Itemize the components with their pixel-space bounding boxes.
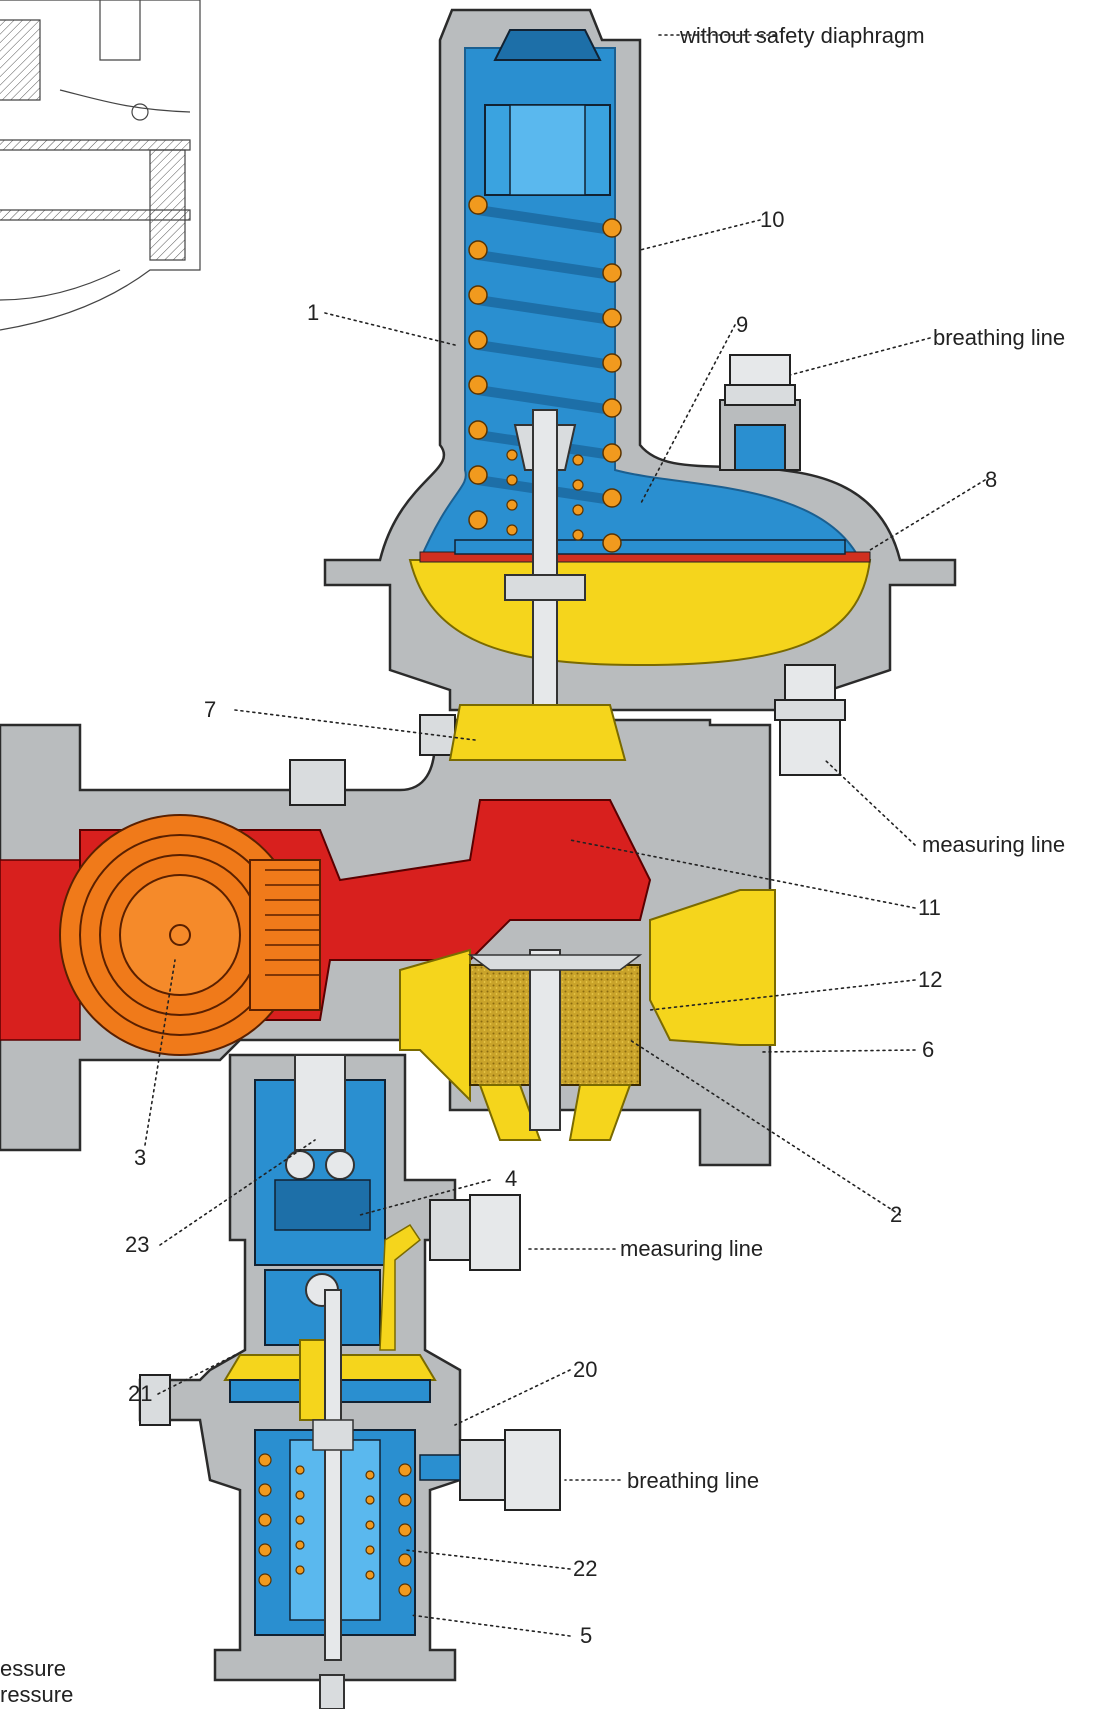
- leader-lines: [144, 34, 986, 1637]
- spring-housing: [323, 8, 957, 712]
- valve-body: [0, 704, 776, 1167]
- breathing-fitting-top: [719, 354, 801, 471]
- part-number-6: 6: [922, 1037, 935, 1062]
- part-number-2: 2: [890, 1202, 903, 1227]
- spring-coil-dots: [468, 195, 622, 553]
- measuring-fitting-upper: [774, 664, 846, 776]
- label-breathing-line-top: breathing line: [933, 325, 1066, 350]
- pilot-assembly: [138, 1053, 561, 1709]
- part-number-8: 8: [985, 467, 998, 492]
- part-number-11: 11: [918, 895, 941, 920]
- part-number-7: 7: [204, 697, 217, 722]
- legend-text-1: essure: [0, 1656, 67, 1681]
- legend-text-2: ressure: [0, 1682, 74, 1707]
- part-number-9: 9: [736, 312, 749, 337]
- part-number-12: 12: [918, 967, 943, 992]
- part-number-10: 10: [760, 207, 785, 232]
- part-number-3: 3: [134, 1145, 147, 1170]
- label-without-safety-diaphragm: without safety diaphragm: [680, 23, 925, 48]
- part-number-5: 5: [580, 1623, 593, 1648]
- label-measuring-line-mid: measuring line: [620, 1236, 764, 1261]
- part-number-20: 20: [573, 1357, 598, 1382]
- label-breathing-line-bottom: breathing line: [627, 1468, 760, 1493]
- part-number-21: 21: [128, 1381, 153, 1406]
- part-number-1: 1: [307, 300, 320, 325]
- part-number-4: 4: [505, 1166, 518, 1191]
- inset-sketch: [0, 0, 201, 331]
- part-number-23: 23: [125, 1232, 150, 1257]
- label-measuring-line-right: measuring line: [922, 832, 1066, 857]
- part-number-22: 22: [573, 1556, 598, 1581]
